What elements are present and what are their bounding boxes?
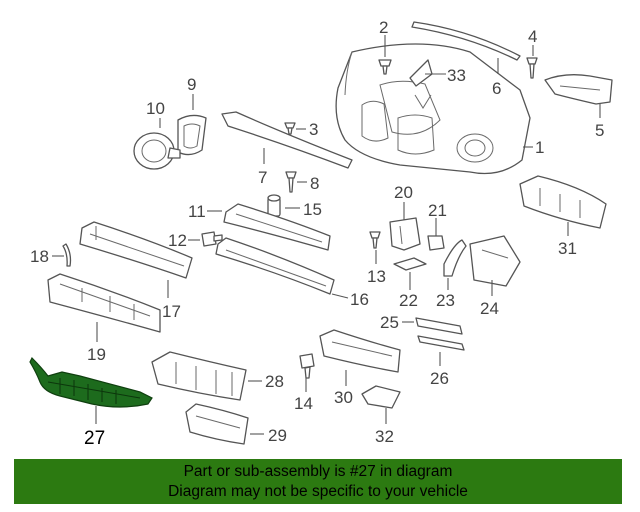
part-6-upper-molding[interactable] [411, 21, 521, 61]
callout-15: 15 [303, 200, 322, 219]
callout-32: 32 [375, 427, 394, 446]
part-21-nut[interactable] [427, 235, 445, 251]
part-15-spacer[interactable] [267, 194, 281, 217]
part-24-module[interactable] [469, 235, 521, 287]
part-12-bolt[interactable] [201, 231, 223, 247]
banner-line-disclaimer: Diagram may not be specific to your vehi… [168, 483, 468, 500]
part-31-side-bracket[interactable] [519, 175, 607, 229]
part-5-corner-bracket[interactable] [544, 74, 613, 105]
part-4-push-pin[interactable] [526, 57, 538, 79]
part-16-lower-reinforcement[interactable] [215, 237, 335, 295]
callout-33: 33 [447, 66, 466, 85]
part-7-grille-trim[interactable] [221, 111, 353, 169]
part-9-bezel[interactable] [177, 114, 207, 156]
callout-25: 25 [380, 313, 399, 332]
part-27-deflector-highlighted[interactable] [29, 356, 153, 408]
callout-31: 31 [558, 239, 577, 258]
callout-17: 17 [162, 302, 181, 321]
callout-29: 29 [268, 426, 287, 445]
part-29-tray[interactable] [185, 403, 249, 445]
callout-7: 7 [258, 168, 267, 187]
part-2-clip[interactable] [378, 59, 392, 75]
callout-24: 24 [480, 299, 499, 318]
callout-14: 14 [294, 394, 313, 413]
part-28-lower-deflector[interactable] [151, 351, 247, 401]
callout-19: 19 [87, 345, 106, 364]
callout-6: 6 [492, 79, 501, 98]
callout-28: 28 [265, 372, 284, 391]
callout-2: 2 [379, 18, 388, 37]
part-19-energy-absorber[interactable] [47, 273, 161, 333]
part-20-bracket[interactable] [389, 217, 421, 251]
part-11-upper-reinforcement[interactable] [223, 203, 331, 251]
leader-lines [52, 35, 601, 435]
part-10-fog-lamp[interactable] [133, 132, 181, 170]
part-17-impact-bar[interactable] [79, 221, 193, 279]
part-14-bolt[interactable] [299, 353, 315, 379]
callout-10: 10 [146, 99, 165, 118]
banner-line-part-number: Part or sub-assembly is #27 in diagram [183, 463, 453, 480]
part-1-bumper-fascia[interactable] [335, 43, 531, 175]
callout-30: 30 [334, 388, 353, 407]
part-18-clip[interactable] [62, 243, 72, 267]
part-30-splash-shield[interactable] [319, 329, 401, 373]
callout-26: 26 [430, 369, 449, 388]
part-25-rod[interactable] [415, 317, 463, 335]
callout-13: 13 [367, 267, 386, 286]
callout-21: 21 [428, 201, 447, 220]
part-32-plate[interactable] [361, 385, 401, 409]
callout-8: 8 [310, 174, 319, 193]
callout-16: 16 [350, 290, 369, 309]
part-23-bracket[interactable] [443, 239, 467, 277]
callout-1: 1 [535, 138, 544, 157]
callout-18: 18 [30, 247, 49, 266]
callout-3: 3 [309, 120, 318, 139]
part-13-clip[interactable] [369, 231, 381, 249]
part-3-screw[interactable] [284, 122, 296, 135]
part-22-bracket[interactable] [393, 257, 427, 271]
callout-12: 12 [168, 231, 187, 250]
callout-27-highlighted: 27 [84, 428, 105, 449]
info-banner: Part or sub-assembly is #27 in diagram D… [14, 459, 622, 504]
callout-5: 5 [595, 121, 604, 140]
part-8-bolt[interactable] [285, 171, 297, 193]
callout-4: 4 [528, 27, 537, 46]
callout-11: 11 [188, 202, 206, 221]
callout-9: 9 [187, 75, 196, 94]
callout-22: 22 [399, 291, 418, 310]
callout-20: 20 [394, 183, 413, 202]
part-26-rod[interactable] [417, 335, 465, 351]
callout-23: 23 [436, 291, 455, 310]
